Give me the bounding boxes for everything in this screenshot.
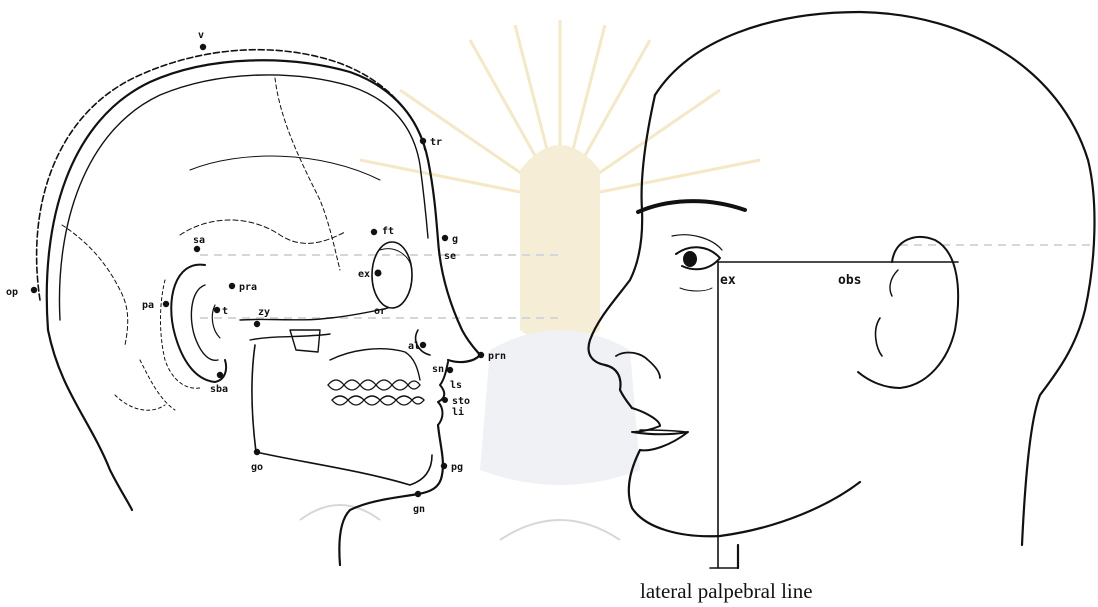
occiput-hair [115, 395, 165, 410]
dot-ex [375, 270, 382, 277]
dot-tr [420, 138, 426, 144]
ear-outer [171, 265, 226, 382]
profile-jaw [629, 450, 860, 536]
ear-helix-inner [890, 270, 898, 296]
dot-t [214, 307, 220, 313]
label-sa: sa [193, 235, 205, 246]
dot-pra [229, 283, 235, 289]
maxilla [330, 349, 420, 380]
coronal-suture [275, 78, 340, 270]
profile-diagram: ex obs lateral palpebral line [589, 12, 1095, 603]
temporal-line [190, 156, 380, 180]
caption: lateral palpebral line [640, 579, 813, 603]
profile-label-obs: obs [838, 273, 861, 288]
dot-go [254, 449, 260, 455]
label-tr: tr [430, 137, 442, 148]
dot-al [420, 342, 426, 348]
dot-gn [415, 491, 421, 497]
dot-ft [371, 229, 377, 235]
lambdoid-suture [62, 225, 128, 345]
mastoid-hatch [140, 360, 175, 410]
label-ft: ft [382, 226, 394, 237]
mandible [252, 345, 432, 485]
dot-sn [447, 367, 453, 373]
eyebrow [638, 201, 745, 212]
label-v: v [198, 30, 204, 41]
ear-inner [191, 285, 218, 360]
label-pa: pa [142, 300, 154, 311]
label-se: se [444, 251, 456, 262]
chin [418, 425, 443, 494]
profile-label-ex: ex [720, 273, 736, 288]
dot-op [31, 287, 37, 293]
label-sn: sn [432, 364, 444, 375]
label-sba: sba [210, 384, 228, 395]
dot-g [442, 235, 448, 241]
label-gn: gn [413, 504, 425, 515]
label-go: go [251, 462, 263, 473]
teeth [328, 380, 424, 405]
dot-prn [478, 352, 484, 358]
dot-zy [254, 321, 260, 327]
label-ls: ls [450, 380, 462, 391]
dot-sa [194, 246, 200, 252]
ramus-notch [290, 330, 320, 352]
label-g: g [452, 234, 458, 245]
pupil [683, 251, 697, 267]
landmark-dots [31, 44, 484, 497]
eye [676, 247, 720, 269]
label-zy: zy [258, 307, 270, 318]
label-sto: sto [452, 396, 470, 407]
label-li: li [452, 406, 464, 418]
dot-sto [442, 397, 448, 403]
throat [339, 494, 418, 565]
label-pg: pg [451, 462, 463, 473]
label-t: t [222, 306, 228, 317]
label-ex: ex [358, 269, 370, 280]
neck-back [48, 330, 132, 510]
label-pra: pra [239, 282, 257, 293]
dot-sba [217, 372, 223, 378]
dot-pa [163, 301, 169, 307]
label-prn: prn [488, 351, 506, 362]
hair-outline [37, 50, 425, 300]
profile-ear [858, 237, 958, 388]
lower-lid [680, 288, 712, 291]
dot-pg [441, 463, 447, 469]
profile-lips [632, 408, 688, 450]
label-op: op [6, 287, 18, 298]
arch-lower [250, 334, 330, 340]
ear-concha [876, 318, 882, 356]
label-al: al [408, 341, 420, 352]
dot-v [200, 44, 206, 50]
label-or: or [374, 306, 386, 317]
